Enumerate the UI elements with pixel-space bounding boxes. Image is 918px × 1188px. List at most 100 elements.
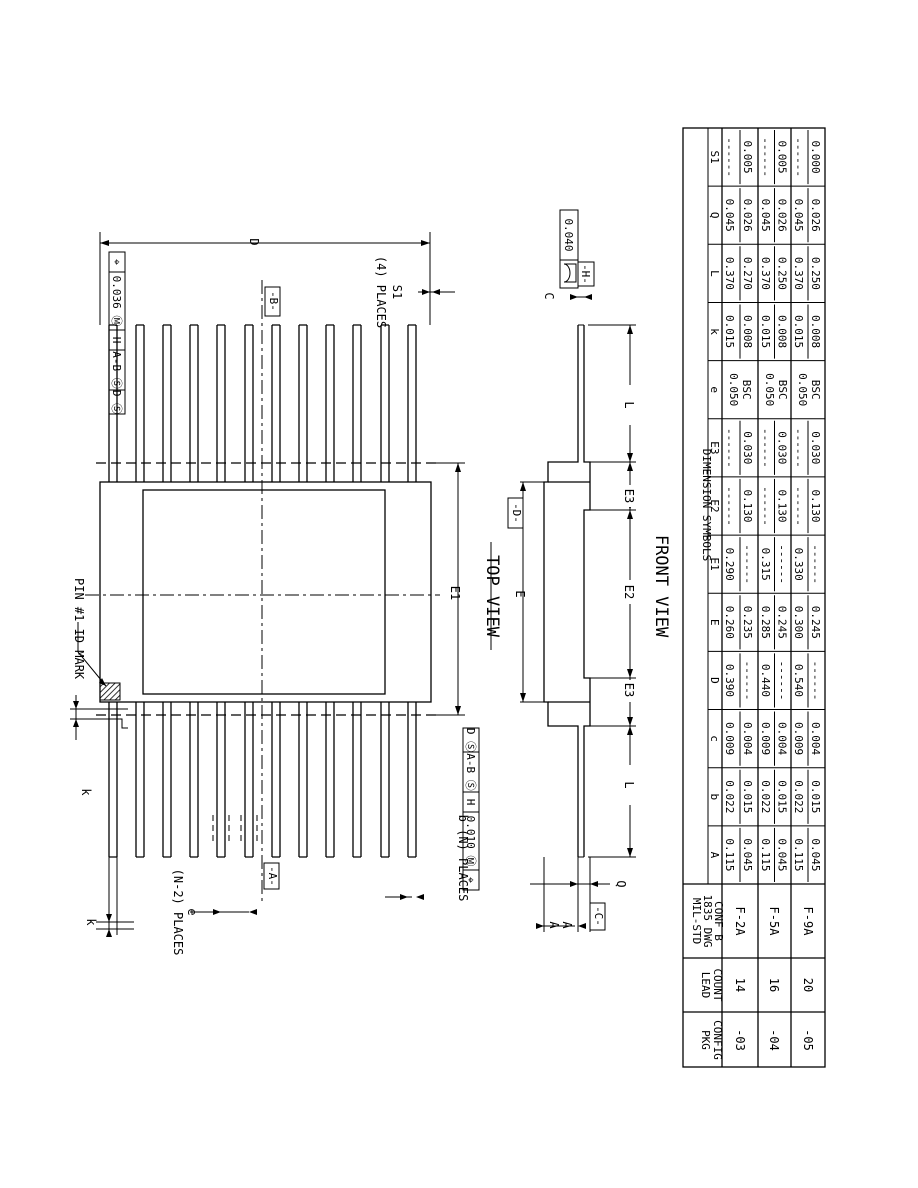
table-cell: 0.009 (792, 722, 805, 755)
table-cell: ------ (776, 544, 789, 584)
label-k-bottom: k (84, 918, 98, 926)
table-cell: 0.015 (809, 780, 822, 813)
pin1-label: PIN #1 ID MARK (72, 578, 86, 680)
table-cell: 0.050 (796, 373, 809, 406)
table-cell: 0.115 (723, 838, 736, 871)
table-cell: ------ (723, 486, 736, 526)
datum-c: -C- (592, 906, 605, 926)
table-cell: 0.370 (792, 257, 805, 290)
table-cell: 0.015 (759, 315, 772, 348)
header-mil-1: MIL-STD (690, 898, 703, 944)
table-cell: 0.315 (759, 548, 772, 581)
label-e3-lower: E3 (622, 683, 636, 697)
table-cell: 0.045 (809, 838, 822, 871)
table-cell: 0.030 (809, 431, 822, 464)
header-pkg-2: CONFIG (711, 1020, 724, 1060)
table-cell: ------ (741, 544, 754, 584)
table-cell: 0.022 (792, 780, 805, 813)
table-cell: 0.005 (741, 141, 754, 174)
table-cell: ------ (776, 661, 789, 701)
label-4-places: (4) PLACES (374, 256, 388, 328)
label-s1: S1 (390, 285, 404, 299)
table-cell: BSC (776, 380, 789, 400)
symbol-header-b: b (708, 793, 721, 800)
symbol-header-L: L (708, 270, 721, 277)
label-e3-upper: E3 (622, 489, 636, 503)
package-body (99, 481, 432, 703)
table-cell: 0.026 (741, 199, 754, 232)
datum-b: -B- (267, 291, 280, 311)
datum-d: -D- (510, 503, 523, 523)
symbol-header-k: k (708, 328, 721, 335)
header-pkg-1: PKG (699, 1030, 712, 1050)
label-e1: E1 (448, 586, 462, 600)
svg-text:⌖: ⌖ (464, 877, 477, 883)
svg-text:0.036 Ⓜ: 0.036 Ⓜ (110, 276, 123, 327)
label-k-top: k (79, 788, 93, 796)
table-cell: 0.004 (809, 722, 822, 755)
top-view: D S1 (4) PLACES E1 TOP VIEW PIN #1 ID MA… (70, 232, 502, 955)
symbol-header-E3: E3 (708, 441, 721, 454)
table-cell: 0.022 (759, 780, 772, 813)
table-cell: 0.235 (741, 606, 754, 639)
table-cell: 0.008 (776, 315, 789, 348)
label-a2: A (560, 921, 574, 929)
symbol-header-D: D (708, 677, 721, 684)
table-cell: ------ (759, 486, 772, 526)
table-cell: 0.440 (759, 664, 772, 697)
table-cell: 0.015 (723, 315, 736, 348)
row1-pkg: -03 (733, 1029, 747, 1051)
table-cell: 0.245 (776, 606, 789, 639)
symbol-header-A: A (708, 852, 721, 859)
table-cell: 0.015 (792, 315, 805, 348)
table-cell: 0.245 (809, 606, 822, 639)
table-cell: ------ (723, 428, 736, 468)
table-cell: 0.008 (809, 315, 822, 348)
label-e-pitch: e (185, 908, 199, 915)
label-l-upper: L (622, 401, 636, 408)
row3-mil: F-9A (801, 907, 815, 937)
table-cell: 0.045 (723, 199, 736, 232)
table-cell: 0.004 (776, 722, 789, 755)
label-a1: A (547, 921, 561, 929)
label-c: C (542, 292, 556, 299)
table-cell: 0.045 (792, 199, 805, 232)
table-cell: 0.130 (809, 489, 822, 522)
table-cell: 0.000 (809, 141, 822, 174)
table-cell: ------ (723, 137, 736, 177)
lower-leads (108, 702, 417, 858)
table-cell: 0.370 (759, 257, 772, 290)
table-cell: 0.390 (723, 664, 736, 697)
row2-lead: 16 (767, 978, 781, 992)
svg-text:A-B Ⓢ: A-B Ⓢ (110, 351, 123, 389)
datum-a: -A- (266, 866, 279, 886)
symbol-header-E2: E2 (708, 499, 721, 512)
header-mil-2: 1835 DWG (701, 895, 714, 948)
svg-text:H: H (464, 799, 477, 806)
table-cell: 0.015 (741, 780, 754, 813)
header-mil-3: CONF B (712, 901, 725, 941)
svg-text:H: H (110, 337, 123, 344)
label-n2-places: (N-2) PLACES (171, 869, 185, 956)
table-cell: 0.030 (776, 431, 789, 464)
row3-lead: 20 (801, 978, 815, 992)
symbol-header-c: c (708, 735, 721, 742)
table-cell: ------ (759, 428, 772, 468)
table-cell: 0.285 (759, 606, 772, 639)
table-cell: 0.045 (776, 838, 789, 871)
table-cell: 0.540 (792, 664, 805, 697)
table-cell: BSC (740, 380, 753, 400)
header-lead-1: LEAD (699, 972, 712, 999)
row1-lead: 14 (733, 978, 747, 992)
label-q: Q (614, 880, 628, 887)
header-lead-2: COUNT (711, 968, 724, 1001)
table-cell: ------ (792, 486, 805, 526)
table-cell: 0.130 (741, 489, 754, 522)
row2-pkg: -04 (767, 1029, 781, 1051)
table-cell: 0.026 (776, 199, 789, 232)
table-cell: ------ (759, 137, 772, 177)
table-cell: ------ (792, 428, 805, 468)
table-cell: ------ (792, 137, 805, 177)
fcf-bottom: D Ⓢ A-B Ⓢ H 0.010 Ⓜ ⌖ (462, 727, 480, 891)
